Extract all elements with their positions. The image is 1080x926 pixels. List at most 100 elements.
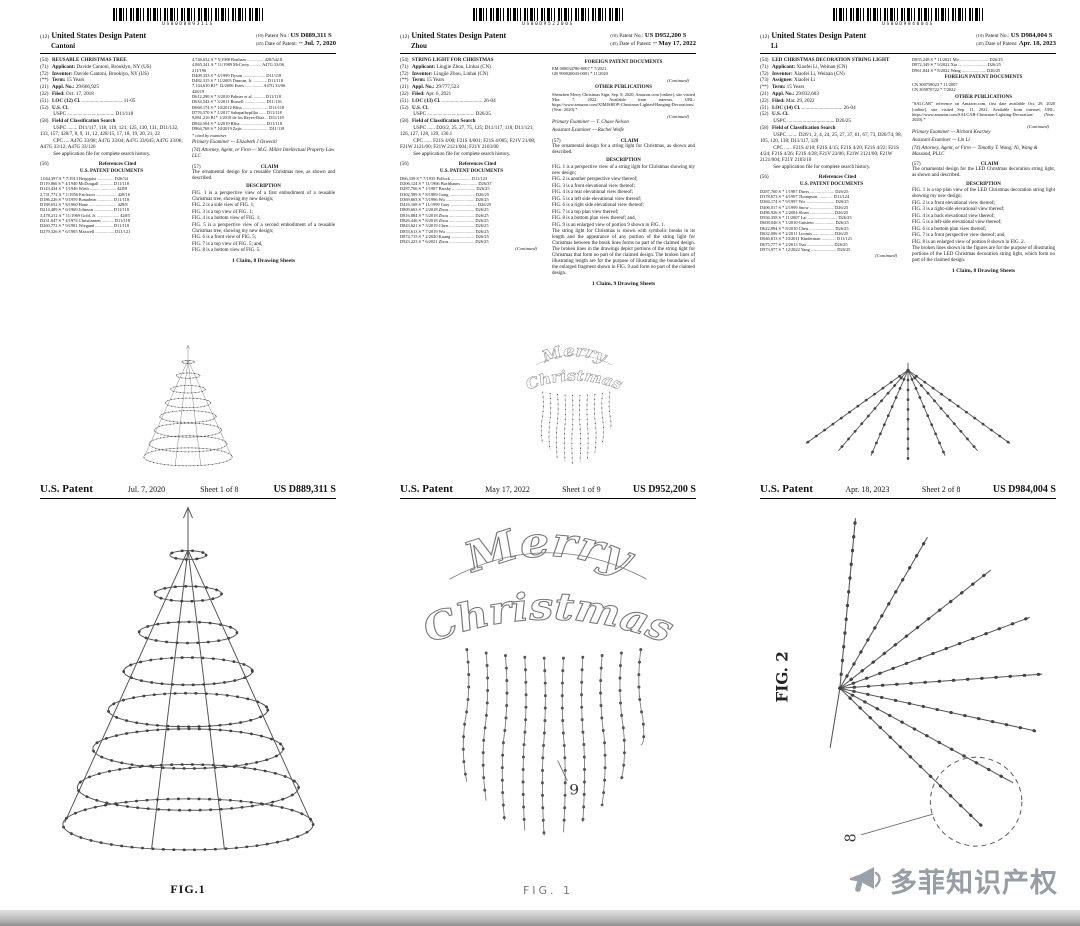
drawing-sheet-1: U.S. Patent Jul. 7, 2020 Sheet 1 of 8 US… [40, 483, 336, 911]
references-cited-heading: (56)References Cited [40, 160, 137, 167]
continued-note: (Continued) [667, 113, 689, 119]
bib-line: (58)Field of Classification Search [40, 118, 116, 125]
figure-label: FIG. 2 [773, 651, 791, 702]
claim-text: The ornamental design for a reusable Chr… [192, 169, 335, 181]
barcode-block: US00D952200S [400, 8, 696, 27]
other-publications-heading: OTHER PUBLICATIONS [954, 94, 1012, 100]
reference-line: 211/196 [192, 67, 207, 73]
watermark-text: 多菲知识产权 [890, 868, 1058, 899]
us-references-right: D855,248 S * 11/2021 Mo ................… [912, 57, 1055, 73]
field-10-number: (10) [976, 33, 984, 38]
examiner-line: Primary Examiner — Richard Kearney [912, 130, 991, 136]
us-patent-documents-heading: U.S. PATENT DOCUMENTS [799, 182, 864, 188]
bib-line: (58)Field of Classification Search [760, 124, 836, 131]
other-publications: Shenzhen Merry Christmas Sign, Sep. 8, 2… [552, 92, 695, 113]
reference-line: D556,358 S * 11/2007 Lai ...............… [760, 215, 852, 221]
sheet-drawing: FIG. 2 8 [760, 504, 1056, 882]
reference-line: 4,865,341 A * 11/1989 McCrory ..........… [192, 62, 284, 68]
reference-line: D612,290 S * 3/2010 Palmer et al. ......… [192, 94, 281, 100]
bib-data: (54)LED CHRISTMAS DECORATION STRING LIGH… [760, 57, 903, 170]
bib-line: (71)Applicant: Davide Cantoni, Brooklyn,… [40, 63, 152, 70]
mini-spiral-tree-figure [143, 344, 233, 467]
svg-text:Christmas: Christmas [416, 585, 681, 652]
claim-text: The ornamental design for the LED Christ… [912, 167, 1055, 179]
bib-line: (51)LOC (13) Cl. .......................… [400, 97, 496, 104]
reference-line: D406,017 S * 2/1999 Snow ...............… [760, 204, 849, 210]
description-line: FIG. 4 is a back elevational view thereo… [912, 213, 995, 219]
field-12-number: (12) [40, 34, 50, 40]
svg-text:Merry: Merry [456, 518, 643, 584]
us-references-left: D287,760 S * 1/1987 Davis ..............… [760, 189, 903, 253]
reference-line: CN 300758023 * 11/2007 [912, 81, 958, 87]
claim-text: The ornamental design for a string light… [552, 143, 695, 155]
merry-word: Merry [538, 341, 612, 367]
bib-line: USPC ........ D26/1, 2, 4, 24, 25, 27, 3… [760, 131, 902, 144]
description-line: FIG. 8 is a bottom plan view thereof; an… [552, 216, 636, 222]
right-column: D855,248 S * 11/2021 Mo ................… [912, 57, 1055, 313]
reference-line: GB 990020043-0001 * 11/2020 [552, 71, 608, 77]
continued-note: (Continued) [875, 253, 897, 259]
header-right: (10) Patent No.: US D952,200 S (45) Date… [610, 31, 696, 49]
merry-christmas-drawing: Merry Christmas 9 [415, 518, 681, 838]
description-line: FIG. 6 is a bottom plan view thereof; [912, 226, 987, 232]
date-label: Date of Patent: [985, 41, 1018, 48]
front-page-header: (12) United States Design Patent Cantoni… [40, 31, 336, 54]
inventor-surname: Cantoni [51, 42, 76, 50]
description-line: FIG. 4 is a bottom view of FIG. 1; [192, 216, 261, 222]
reference-line: D864,768 S * 10/2019 Zajic .............… [192, 125, 285, 131]
barcode-number: US00D984004S [882, 22, 934, 27]
description-line: FIG. 2 is another perspective view there… [552, 177, 638, 183]
sheet-count: Sheet 1 of 8 [200, 485, 239, 494]
bib-line: CPC ...... F21S 4/00; F21S 4/001; F21S 4… [400, 137, 536, 151]
sheet-count: Sheet 1 of 9 [562, 485, 601, 494]
description-line: FIG. 2 is a front elevational view there… [912, 200, 996, 206]
continued-note: (Continued) [667, 77, 689, 83]
inventor-surname: Li [771, 42, 778, 50]
bib-line: USPC ...................................… [53, 111, 134, 118]
bib-line: See application file for complete search… [53, 150, 151, 157]
left-column: (54)REUSABLE CHRISTMAS TREE (71)Applican… [40, 57, 183, 313]
bib-line: (**)Term: 15 Years [760, 84, 805, 91]
description-heading: DESCRIPTION [606, 158, 641, 164]
bib-data: (54)STRING LIGHT FOR CHRISTMAS (71)Appli… [400, 57, 543, 157]
bib-line: (52)U.S. Cl. [760, 111, 789, 118]
reference-line: 1,044,397 A * 7/1913 Bergquist .........… [40, 175, 128, 181]
foreign-documents-heading: FOREIGN PATENT DOCUMENTS [584, 59, 663, 65]
publication-line: "SALCAR" reference on Amazon.com, first … [912, 101, 1055, 123]
continued-note: (Continued) [1027, 123, 1049, 129]
reference-line: D302,589 S * 8/1989 Gong ...............… [400, 191, 490, 197]
reference-line: D143,434 S * 1/1946 Wirth ..............… [40, 186, 128, 192]
front-page-figure: Merry Christmas [426, 336, 722, 468]
description-line: The broken lines shown in the figures ar… [912, 246, 1055, 264]
us-patent-label: U.S. Patent [400, 483, 453, 495]
field-10-number: (10) [610, 33, 618, 38]
reference-line: D482,315 S * 11/2003 Duncan, Jr. .......… [192, 78, 283, 84]
bib-line: (21)Appl. No.: 29/777,523 [400, 84, 459, 91]
reference-line: D872,349 S * 9/2022 Xia ................… [912, 62, 1001, 68]
reference-line: 428/19 [192, 88, 205, 94]
svg-text:Merry: Merry [538, 341, 611, 367]
reference-line: D844,504 S * 4/2019 Bliss ..............… [192, 120, 282, 126]
references-cited-heading: (56)References Cited [400, 160, 497, 167]
bib-data: (54)REUSABLE CHRISTMAS TREE (71)Applican… [40, 57, 183, 157]
term-star: ** [298, 41, 303, 47]
reference-line: D378,673 S * 4/1997 Thompson ...........… [760, 193, 850, 199]
header-left: (12) United States Design Patent Cantoni [40, 31, 146, 50]
reference-line: D408,333 S * 4/1999 Dyson ..............… [192, 72, 282, 78]
reference-line: D668,174 S * 10/2012 Bliss .............… [192, 104, 285, 110]
reference-line: D260,772 S * 9/1981 Wiegand ............… [40, 223, 130, 229]
description-line: FIG. 8 is an enlarged view of portion 8 … [912, 239, 1025, 245]
reference-line: D843,621 S * 3/2019 Chen ...............… [400, 223, 489, 229]
sheet-drawing [40, 504, 336, 856]
reference-line: D279,326 S * 6/1985 Maxwell ............… [40, 228, 131, 234]
barcode-number: US00D889311S [162, 22, 214, 27]
reference-line: D206,124 S * 11/1966 Buchbaum ..........… [400, 180, 492, 186]
bib-line: CPC ...... F21S 4/10; F21S 4/15; F21S 4/… [760, 144, 899, 164]
reference-line: D214,489 S * 6/1969 Johnson ............… [40, 207, 129, 213]
merry-word: Merry [455, 518, 643, 585]
bib-line: CPC .... A47G 33/08; A47G 33/04; A47G 33… [40, 137, 183, 151]
right-column: FOREIGN PATENT DOCUMENTS EM 008034786-00… [552, 57, 695, 313]
description-line: FIG. 3 is a right-side elevational view … [912, 207, 1005, 213]
